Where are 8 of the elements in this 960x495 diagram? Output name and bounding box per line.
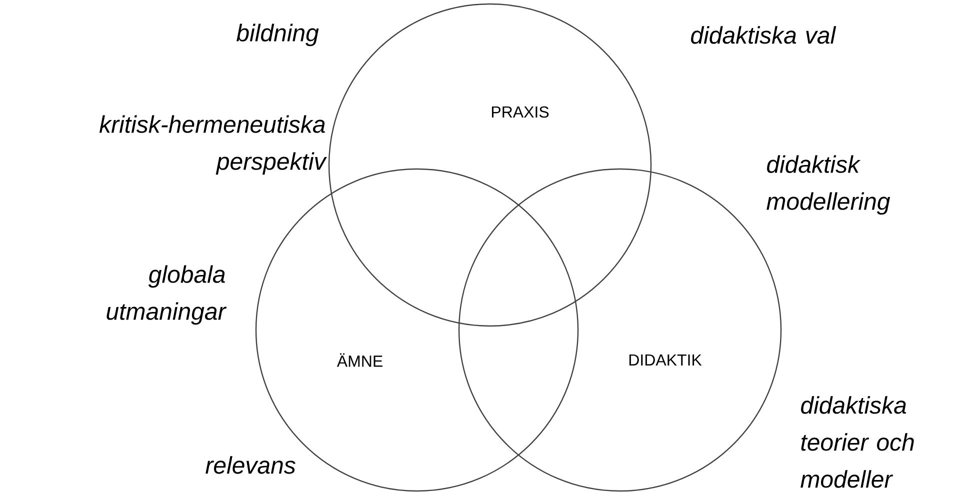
circle-label: ÄMNE — [336, 353, 382, 367]
italic-note: globala utmaningar — [106, 265, 227, 325]
italic-note: didaktisk modellering — [766, 155, 890, 215]
italic-note: didaktiska val — [691, 26, 836, 44]
circle-label: DIDAKTIK — [629, 354, 702, 366]
italic-note: relevans — [206, 456, 296, 474]
italic-note: kritisk-hermeneutiska perspektiv — [99, 115, 327, 175]
circle-label: PRAXIS — [492, 106, 549, 118]
